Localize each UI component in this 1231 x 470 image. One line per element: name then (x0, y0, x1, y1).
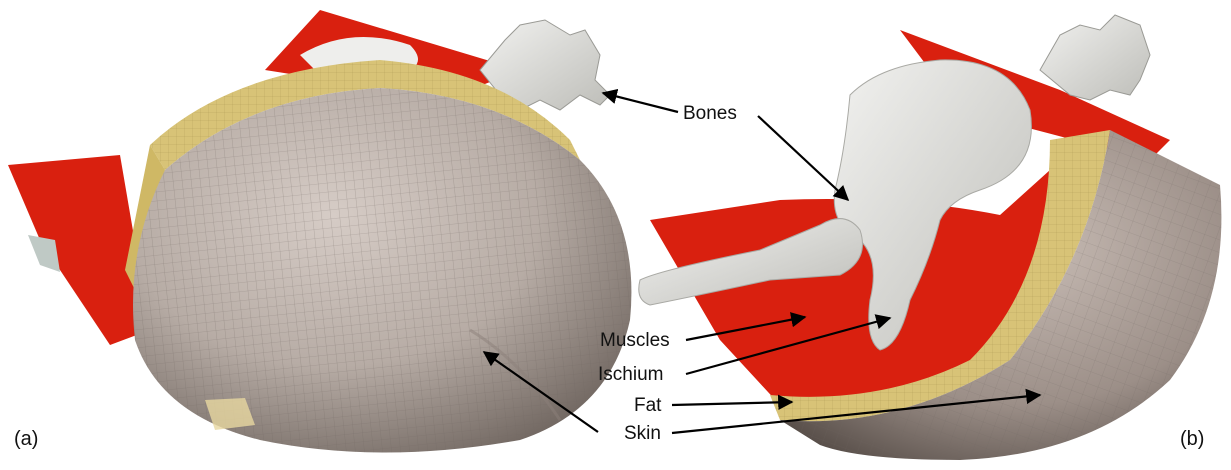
label-fat: Fat (634, 396, 661, 415)
bone-vertebra-b (1040, 15, 1150, 100)
panel-label-a: (a) (14, 429, 38, 449)
label-bones: Bones (683, 104, 737, 123)
arrow-bones-b (758, 116, 848, 200)
label-skin: Skin (624, 424, 661, 443)
label-ischium: Ischium (598, 365, 663, 384)
label-muscles: Muscles (600, 331, 670, 350)
panel-b-model (639, 15, 1222, 460)
panel-a-model (8, 10, 631, 453)
panel-label-b: (b) (1180, 429, 1204, 449)
muscle-left-flap (8, 155, 150, 345)
arrow-bones-a (603, 93, 678, 112)
